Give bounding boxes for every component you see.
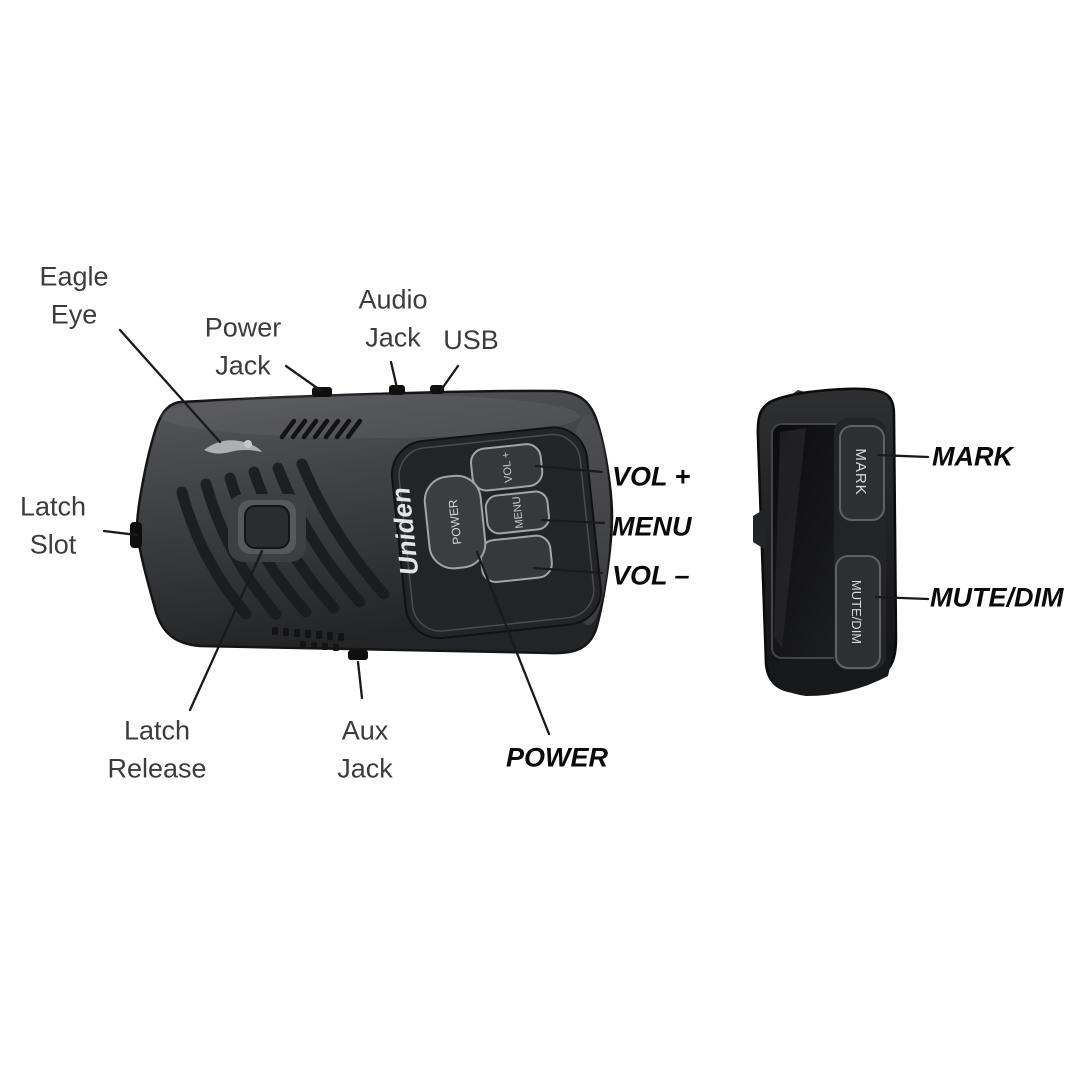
callout-menu: MENU <box>612 511 692 542</box>
vol-minus-key <box>479 534 553 584</box>
mute-dim-key-print: MUTE/DIM <box>849 580 864 644</box>
leader-line-latch-release <box>188 549 264 712</box>
leader-line-mark <box>876 453 930 459</box>
leader-line-eagle-eye <box>118 328 222 444</box>
leader-line-aux-jack <box>356 660 364 700</box>
speaker-dot-grille <box>272 627 344 651</box>
detector-illustration: Uniden POWER VOL + MENU <box>130 385 614 660</box>
remote-display-reflection <box>774 428 806 648</box>
eagle-eye-emblem <box>204 440 262 454</box>
label-usb: USB <box>443 324 499 355</box>
leader-line-menu <box>540 518 606 525</box>
leader-line-latch-slot <box>102 529 139 537</box>
label-power-jack: Power Jack <box>204 312 282 381</box>
label-latch-slot: Latch Slot <box>19 491 87 560</box>
power-key-print: POWER <box>446 498 465 545</box>
leader-lines <box>102 328 930 736</box>
body-top-sheen <box>160 394 580 438</box>
leader-line-vol-plus <box>534 464 604 474</box>
latch-release-button <box>244 505 290 549</box>
mark-key-print: MARK <box>852 448 869 495</box>
leader-line-power <box>475 550 551 736</box>
usb-port <box>430 385 444 394</box>
power-jack-port <box>312 387 332 397</box>
callout-vol-minus: VOL – <box>612 560 690 591</box>
leader-line-vol-minus <box>532 566 604 575</box>
callout-mute-dim: MUTE/DIM <box>930 582 1064 613</box>
vol-plus-key <box>470 443 544 492</box>
callout-mark: MARK <box>932 441 1013 472</box>
leader-line-usb <box>439 364 460 392</box>
remote-illustration: MARK MUTE/DIM <box>753 387 898 696</box>
callout-power: POWER <box>505 742 609 773</box>
audio-jack-port <box>389 385 405 395</box>
menu-key-print: MENU <box>511 496 526 530</box>
mute-dim-key <box>835 555 881 669</box>
label-audio-jack: Audio Jack <box>358 284 428 353</box>
leader-line-mute-dim <box>874 595 930 601</box>
aux-jack-port <box>348 650 368 660</box>
power-key <box>423 474 487 570</box>
remote-side-notch <box>753 508 766 550</box>
label-latch-release: Latch Release <box>107 715 207 784</box>
menu-key <box>484 490 551 535</box>
leader-line-power-jack <box>284 364 322 392</box>
control-pad: Uniden POWER VOL + MENU <box>385 426 602 640</box>
mark-key <box>839 425 885 521</box>
callout-vol-plus: VOL + <box>612 461 691 492</box>
vol-plus-key-print: VOL + <box>500 451 515 483</box>
label-eagle-eye: Eagle Eye <box>39 261 109 330</box>
top-vent-slashes <box>279 418 363 440</box>
leader-line-audio-jack <box>389 360 399 390</box>
label-aux-jack: Aux Jack <box>337 715 393 784</box>
